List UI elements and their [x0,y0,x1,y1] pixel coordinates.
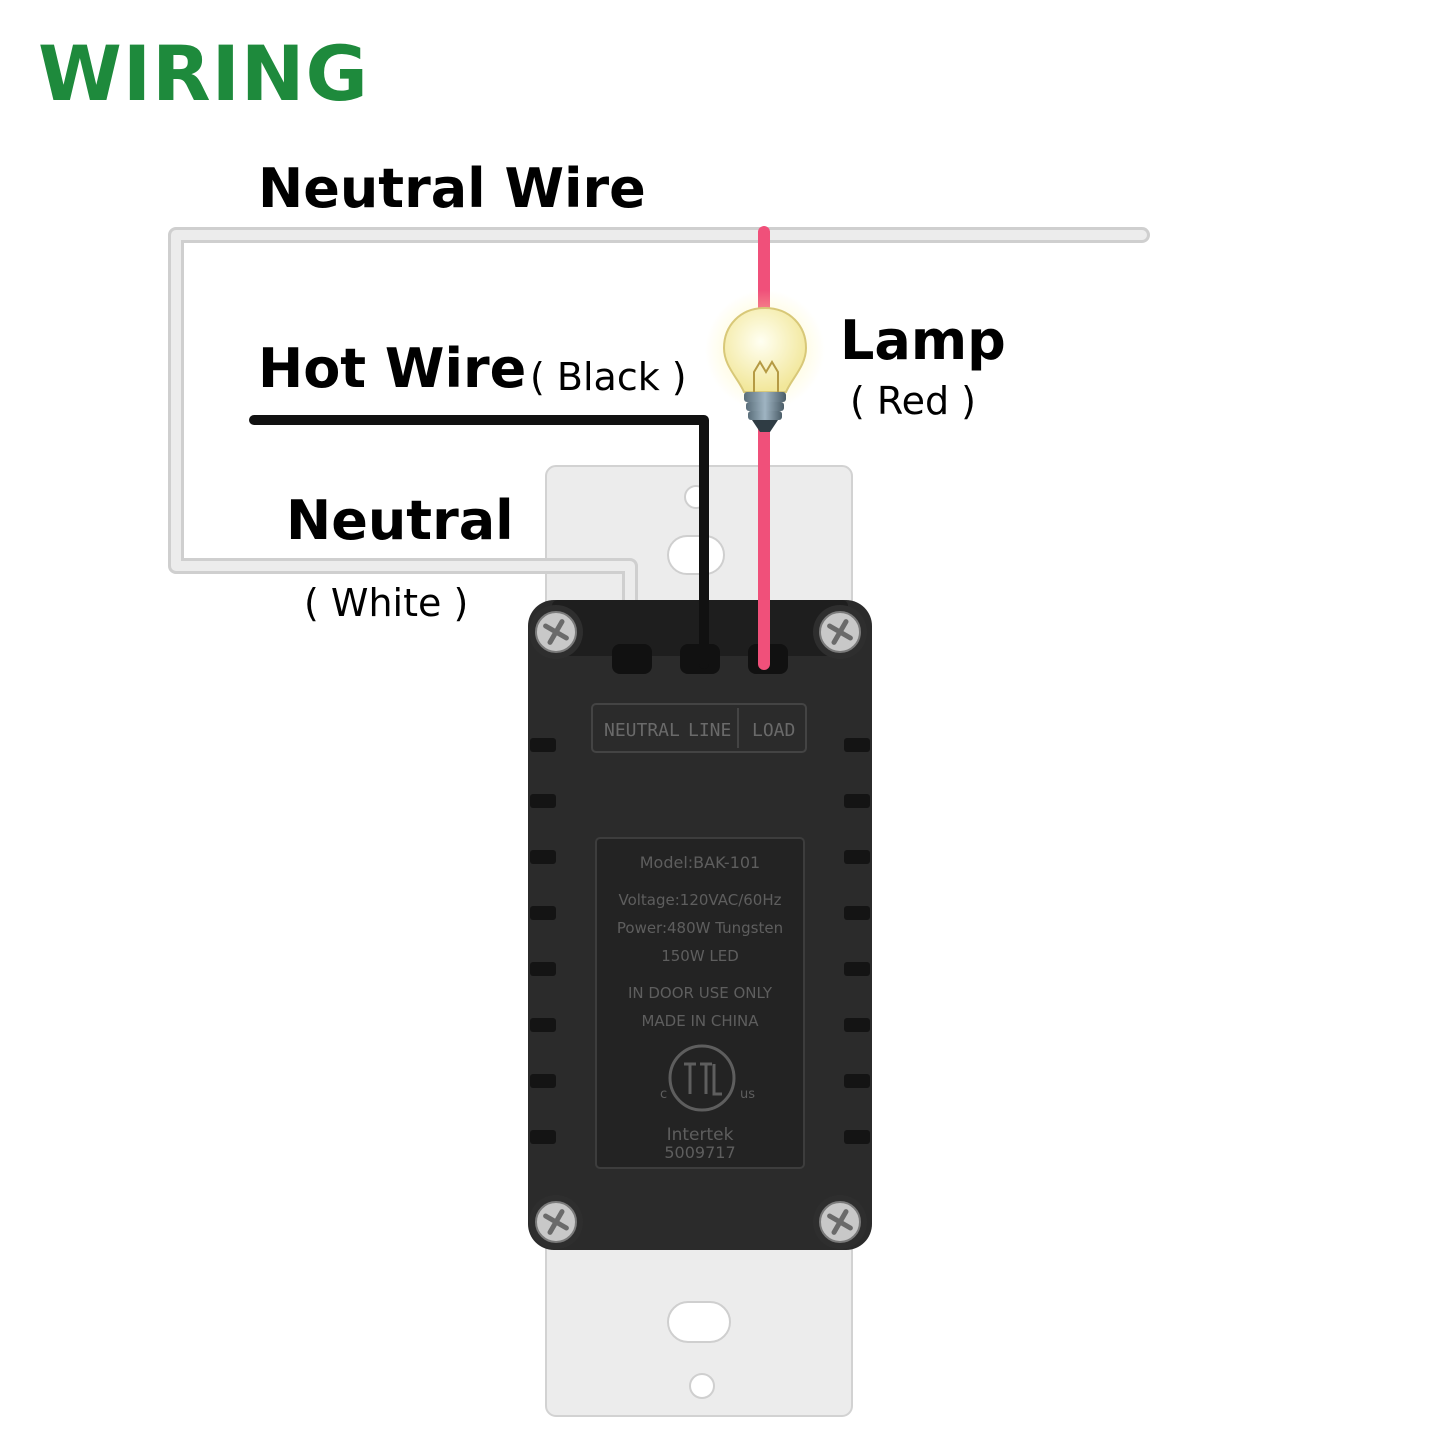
switch-device: NEUTRAL LINE LOAD Model:BAK-101 Voltage:… [528,600,872,1250]
power-led-text: 150W LED [661,947,739,965]
neutral-color-label: ( White ) [304,581,469,625]
etl-certification-icon [668,1044,736,1112]
cert-c-text: c [660,1087,667,1102]
spec-label: Model:BAK-101 Voltage:120VAC/60Hz Power:… [595,837,805,1169]
cert-brand-text: Intertek [667,1125,734,1145]
voltage-text: Voltage:120VAC/60Hz [618,891,781,909]
neutral-wire-label: Neutral Wire [258,157,646,220]
indoor-text: IN DOOR USE ONLY [628,984,773,1002]
screw-icon [813,1195,867,1249]
hot-wire-label: Hot Wire [258,337,527,400]
terminal-label-load: LOAD [752,720,795,741]
screw-icon [529,1195,583,1249]
lamp-label: Lamp [840,309,1006,372]
hot-wire [249,415,709,669]
lamp-color-label: ( Red ) [850,379,977,423]
model-text: Model:BAK-101 [640,853,760,872]
terminal-label-line: LINE [688,720,731,741]
page-title: WIRING [38,29,369,118]
terminal-label-plate: NEUTRAL LINE LOAD [591,703,807,753]
terminal-label-neutral: NEUTRAL [604,720,680,741]
light-bulb-icon [705,290,825,432]
screw-icon [529,605,583,659]
hot-wire-color-label: ( Black ) [530,355,687,399]
cert-us-text: us [740,1087,755,1102]
cert-number-text: 5009717 [664,1143,735,1162]
neutral-label: Neutral [286,489,514,552]
screw-icon [813,605,867,659]
power-text: Power:480W Tungsten [617,919,783,937]
made-in-text: MADE IN CHINA [641,1012,759,1030]
